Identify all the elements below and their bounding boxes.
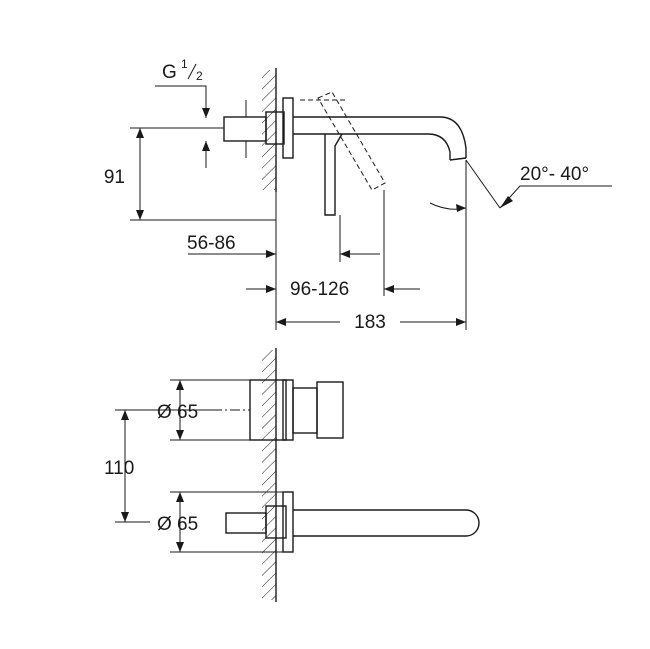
dim-d65-top-label: Ø 65 xyxy=(157,402,198,423)
arrow-183-right xyxy=(456,318,466,326)
dim-d65-bottom-label: Ø 65 xyxy=(157,514,198,535)
mounting-plate xyxy=(282,97,294,159)
thread-denominator: 2 xyxy=(196,69,203,83)
lower-connector xyxy=(225,512,267,534)
dim-96-126-label: 96-126 xyxy=(290,279,349,300)
handle-base xyxy=(292,387,318,434)
lever-handle xyxy=(324,133,343,216)
arrow-110-top xyxy=(121,410,129,420)
arrow-d65-bottom-b xyxy=(176,542,184,552)
wall-hatch-bottom xyxy=(262,350,276,600)
spout-outlet xyxy=(449,157,467,161)
arrow-d65-top-b xyxy=(176,430,184,440)
lower-rosette-plate xyxy=(282,491,294,553)
arrow-183-left xyxy=(276,318,286,326)
dim-183-label: 183 xyxy=(354,312,386,333)
side-view: G 1 2 91 56-86 96-126 xyxy=(104,57,612,333)
upper-rosette-plate xyxy=(282,379,294,441)
thread-fraction-slash xyxy=(187,63,197,80)
wall-hatch-top xyxy=(262,70,276,190)
dim-91-label: 91 xyxy=(104,167,125,188)
arrow-91-bottom xyxy=(136,210,144,220)
arrow-96-126-right xyxy=(384,285,394,293)
front-view: Ø 65 110 Ø 65 xyxy=(104,348,480,602)
angle-ray xyxy=(465,159,501,209)
arrow-110-bottom xyxy=(121,512,129,522)
angle-leader xyxy=(499,185,612,209)
spout-front xyxy=(293,509,480,537)
thread-numerator: 1 xyxy=(181,57,188,71)
arrow-91-top xyxy=(136,128,144,138)
dim-56-86-label: 56-86 xyxy=(187,233,236,254)
arrow-56-86-right xyxy=(340,250,350,258)
spout-bottom-edge xyxy=(293,133,451,160)
arrow-d65-top-a xyxy=(176,380,184,390)
arrow-96-126-left xyxy=(266,285,276,293)
angle-arrow xyxy=(456,204,466,212)
dim-110-label: 110 xyxy=(104,458,134,479)
spout-top-edge xyxy=(293,116,467,158)
connector-stub xyxy=(223,116,267,142)
thread-arrow-up xyxy=(202,141,210,151)
arrow-56-86-left xyxy=(266,250,276,258)
lever-rotated-outline xyxy=(317,91,386,191)
arrow-d65-bottom-a xyxy=(176,492,184,502)
thread-label: G xyxy=(162,62,177,83)
thread-leader xyxy=(155,85,207,118)
angle-label: 20°- 40° xyxy=(520,164,589,185)
angle-leader-arrow xyxy=(500,196,513,208)
thread-arrow-down xyxy=(202,108,210,118)
handle-cap xyxy=(316,381,344,439)
